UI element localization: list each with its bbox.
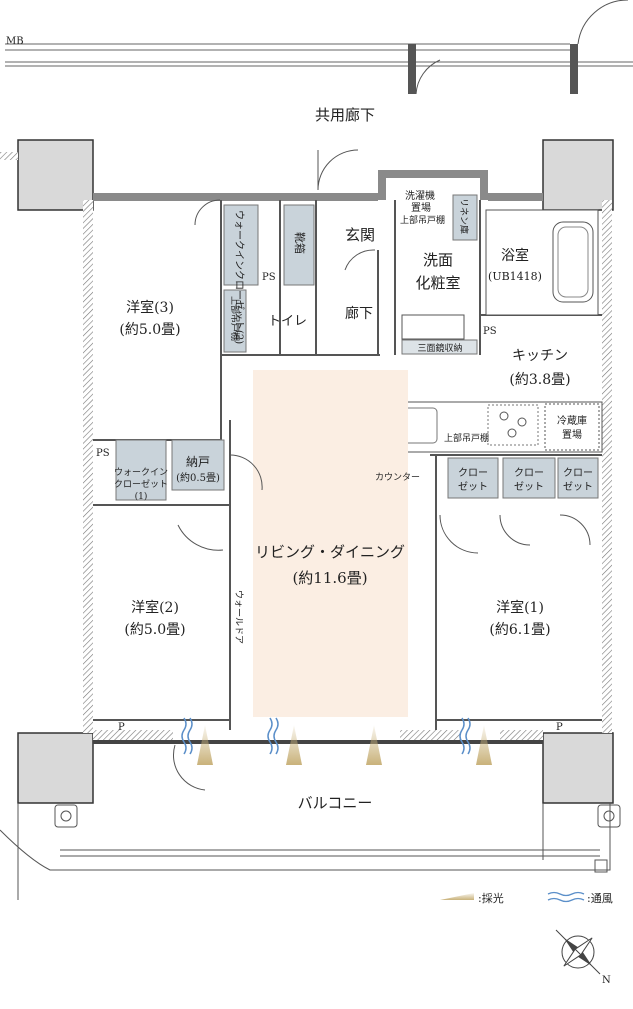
hallway-label: 廊下 bbox=[345, 305, 373, 322]
storage-size: (約0.5畳) bbox=[176, 471, 220, 484]
door-swings bbox=[172, 149, 591, 791]
compass-icon bbox=[555, 929, 601, 975]
mirror-storage-label: 三面鏡収納 bbox=[417, 342, 462, 354]
kitchen-label: キッチン bbox=[512, 348, 568, 364]
fridge-label-2: 置場 bbox=[562, 428, 582, 441]
wind-markers bbox=[181, 717, 471, 755]
mb-rail bbox=[5, 0, 633, 95]
legend-wind-icon bbox=[547, 891, 585, 903]
toilet-label: トイレ bbox=[268, 314, 307, 329]
walkin-closet2-label: ウォークインクローゼット(2) bbox=[233, 210, 245, 344]
kitchen-size: (約3.8畳) bbox=[509, 372, 570, 388]
light-markers bbox=[197, 725, 492, 765]
washer-upper-label: 上部吊戸棚 bbox=[400, 214, 445, 226]
closet-label-2a: クロー bbox=[514, 467, 544, 479]
column-top-left bbox=[17, 139, 94, 211]
walkin-closet1-label-3: (1) bbox=[135, 491, 148, 502]
balcony-label: バルコニー bbox=[298, 794, 373, 812]
column-bottom-right bbox=[542, 732, 614, 804]
walkin-closet1-label-2: クローゼット bbox=[114, 478, 168, 490]
washer-space-label-2: 置場 bbox=[411, 201, 431, 214]
washer-space-label-1: 洗濯機 bbox=[405, 189, 435, 202]
closet-label-1a: クロー bbox=[458, 467, 488, 479]
bathtub-inner bbox=[557, 226, 589, 298]
balcony-outline bbox=[0, 803, 621, 900]
compass-n-label: N bbox=[602, 975, 611, 986]
burner-icon bbox=[517, 417, 527, 427]
washroom-label-1: 洗面 bbox=[423, 251, 453, 269]
counter-label: カウンター bbox=[375, 472, 420, 483]
living-size: (約11.6畳) bbox=[292, 569, 367, 587]
column-bottom-left bbox=[17, 732, 94, 804]
p-label-right: P bbox=[556, 722, 563, 733]
exterior-walls bbox=[0, 152, 612, 744]
washbasin bbox=[401, 314, 465, 340]
closet-label-3b: ゼット bbox=[563, 481, 593, 493]
closet-label-3a: クロー bbox=[563, 467, 593, 479]
bath-label: 浴室 bbox=[501, 247, 529, 264]
upper-cabinet-label-1: 上部吊戸棚 bbox=[229, 296, 241, 341]
storage-label: 納戸 bbox=[186, 455, 210, 469]
ps-label-3: PS bbox=[96, 448, 110, 459]
kitchen-upper-label: 上部吊戸棚 bbox=[444, 432, 489, 444]
western3-label: 洋室(3) bbox=[126, 299, 174, 316]
shoe-cabinet-label: 靴箱 bbox=[293, 232, 307, 254]
wall-door-label: ウォールドア bbox=[233, 590, 244, 644]
entrance-label: 玄関 bbox=[345, 226, 375, 244]
closet-label-1b: ゼット bbox=[458, 481, 488, 493]
western2-size: (約5.0畳) bbox=[124, 622, 185, 638]
western1-size: (約6.1畳) bbox=[489, 622, 550, 638]
fridge-label-1: 冷蔵庫 bbox=[557, 414, 587, 427]
interior-walls bbox=[93, 200, 602, 730]
living-label: リビング・ダイニング bbox=[255, 543, 405, 561]
ps-label-1: PS bbox=[262, 272, 276, 283]
closets bbox=[115, 194, 599, 501]
legend-light-label: :採光 bbox=[478, 891, 504, 905]
linen-label: リネン庫 bbox=[458, 198, 470, 234]
legend-wind-label: :通風 bbox=[587, 892, 613, 905]
burner-icon bbox=[499, 411, 509, 421]
column-top-right bbox=[542, 139, 614, 211]
western2-label: 洋室(2) bbox=[131, 599, 179, 616]
living-floor bbox=[253, 370, 408, 717]
walkin-closet1-label-1: ウォークイン bbox=[114, 467, 168, 478]
burner-icon bbox=[507, 428, 517, 438]
western3-size: (約5.0畳) bbox=[119, 322, 180, 338]
washroom-label-2: 化粧室 bbox=[415, 274, 460, 292]
ps-label-2: PS bbox=[483, 326, 497, 337]
fridge-space bbox=[544, 403, 600, 451]
common-corridor-label: 共用廊下 bbox=[315, 106, 375, 124]
stove bbox=[487, 404, 539, 446]
western1-label: 洋室(1) bbox=[496, 599, 544, 616]
legend-light-icon bbox=[440, 893, 474, 900]
p-label-left: P bbox=[118, 722, 125, 733]
closet-label-2b: ゼット bbox=[514, 481, 544, 493]
bath-unit-label: (UB1418) bbox=[488, 270, 542, 283]
mb-label: MB bbox=[6, 36, 24, 47]
